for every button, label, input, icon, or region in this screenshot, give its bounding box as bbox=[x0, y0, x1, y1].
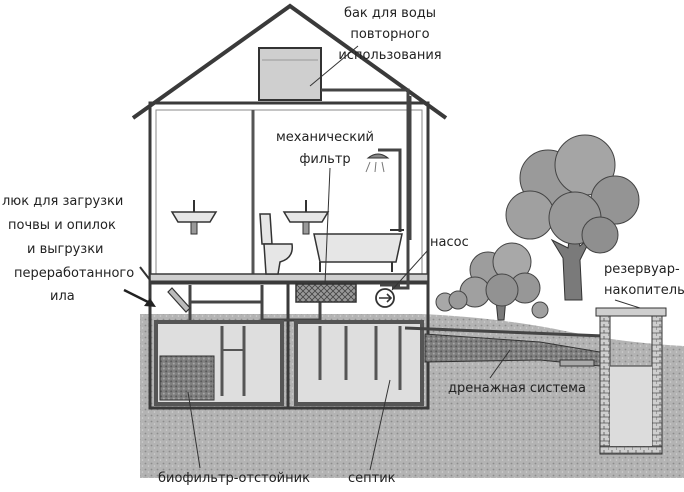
drainage-label-pointer bbox=[489, 349, 511, 379]
svg-text:ила: ила bbox=[50, 289, 75, 304]
septic-label-pointer bbox=[369, 379, 391, 471]
reuse-water-tank bbox=[258, 47, 322, 101]
pump-label-pointer bbox=[391, 249, 429, 291]
tree-small bbox=[459, 242, 541, 321]
svg-text:и выгрузки: и выгрузки bbox=[27, 242, 104, 257]
label-drainage: дренажная система bbox=[448, 381, 586, 396]
biofilter-tank bbox=[154, 320, 284, 406]
loading-hatch bbox=[139, 266, 191, 313]
svg-text:механический: механический bbox=[276, 130, 374, 145]
house bbox=[131, 3, 448, 410]
pipes bbox=[188, 88, 412, 328]
svg-text:бак для воды: бак для воды bbox=[344, 6, 436, 21]
filter-label-pointer bbox=[324, 167, 331, 285]
roof bbox=[131, 3, 448, 120]
svg-text:почвы и опилок: почвы и опилок bbox=[8, 218, 116, 233]
svg-text:люк для загрузки: люк для загрузки bbox=[2, 194, 123, 209]
label-mechanical-filter: механический фильтр bbox=[276, 130, 374, 167]
shower-icon bbox=[365, 148, 402, 232]
svg-text:переработанного: переработанного bbox=[14, 266, 134, 281]
label-reservoir: резервуар- накопитель bbox=[604, 262, 684, 298]
septic-tank bbox=[294, 320, 424, 406]
svg-text:фильтр: фильтр bbox=[299, 152, 350, 167]
bush bbox=[435, 290, 549, 319]
reservoir-label-pointer bbox=[614, 299, 641, 309]
label-tank: бак для воды повторного использования bbox=[338, 6, 441, 63]
label-hatch: люк для загрузки почвы и опилок и выгруз… bbox=[2, 194, 134, 304]
storage-reservoir bbox=[595, 307, 667, 455]
sink-icon bbox=[282, 200, 330, 235]
pump-circle-arrow-icon bbox=[375, 288, 395, 308]
tank-label-pointer bbox=[309, 45, 359, 87]
arrow-icon bbox=[123, 288, 156, 307]
svg-text:использования: использования bbox=[338, 48, 441, 63]
label-septic: септик bbox=[348, 471, 396, 486]
label-pump: насос bbox=[430, 235, 469, 250]
mechanical-filter bbox=[295, 283, 357, 303]
biofilter-label-pointer bbox=[187, 391, 201, 469]
toilet-icon bbox=[259, 213, 293, 275]
tree-large bbox=[505, 134, 640, 301]
svg-text:резервуар-: резервуар- bbox=[604, 262, 680, 277]
svg-text:повторного: повторного bbox=[350, 27, 429, 42]
label-biofilter: биофильтр-отстойник bbox=[158, 471, 310, 486]
bathtub-icon bbox=[313, 229, 404, 272]
sink-icon bbox=[170, 200, 218, 235]
svg-text:накопитель: накопитель bbox=[604, 283, 684, 298]
drainage-system bbox=[404, 326, 605, 367]
